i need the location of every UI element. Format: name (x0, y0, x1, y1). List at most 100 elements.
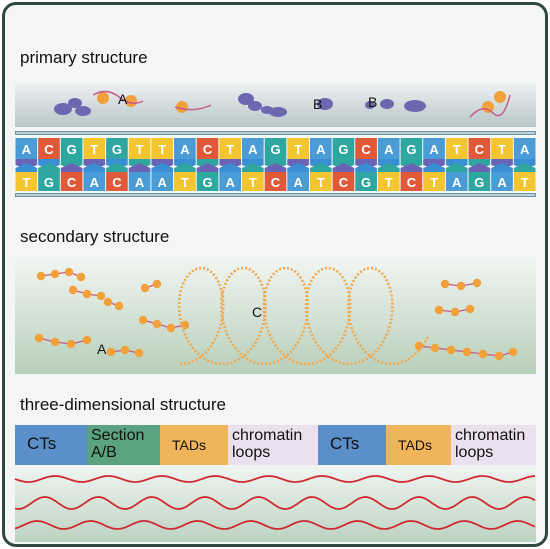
base-bottom (264, 172, 287, 191)
protein-blob (238, 93, 254, 105)
base-letter-bottom: C (339, 175, 349, 190)
base-top (15, 138, 38, 159)
nucleosome (434, 305, 444, 315)
base-letter-top: A (520, 142, 530, 157)
fiber-strand (142, 319, 186, 329)
base-bottom (377, 172, 400, 191)
base-letter-bottom: T (430, 175, 438, 190)
nucleosome (430, 343, 440, 353)
nucleosome (140, 283, 150, 293)
nucleosome (82, 335, 92, 345)
base-bottom (196, 172, 219, 191)
protein-blob (54, 103, 72, 115)
marker-b-1: B (313, 96, 323, 112)
dna-rail-bottom (15, 193, 536, 197)
base-top (445, 138, 468, 159)
protein-blob (317, 98, 333, 110)
backbone-bottom (151, 163, 174, 172)
dna-bases: ATCGGCTAGCTATAATCGTAATGCTAATGCCGATGCATTA… (15, 138, 536, 191)
nucleosome (68, 285, 78, 295)
three-dimensional-structure-heading: three-dimensional structure (20, 395, 226, 414)
backbone-bottom (264, 163, 287, 172)
base-letter-top: G (67, 142, 77, 157)
nucleosome (450, 307, 460, 317)
base-top (355, 138, 377, 159)
base-letter-top: G (112, 142, 122, 157)
base-letter-bottom: T (22, 175, 30, 190)
base-letter-bottom: T (521, 175, 529, 190)
backbone-bottom (491, 163, 513, 172)
base-letter-bottom: T (181, 175, 189, 190)
base-top (38, 138, 60, 159)
protein-blob (75, 106, 91, 116)
nucleosome (482, 101, 494, 113)
three-d-label-text: chromatin loops (232, 427, 303, 461)
nucleosome-fibers (34, 266, 518, 366)
base-letter-top: A (180, 142, 190, 157)
base-letter-top: G (338, 142, 348, 157)
base-top (83, 138, 106, 159)
base-letter-top: C (361, 142, 371, 157)
primary-structure-heading: primary structure (20, 48, 148, 67)
base-letter-bottom: T (249, 175, 257, 190)
three-d-label-section: Section A/B (87, 425, 160, 465)
base-bottom (309, 172, 332, 191)
base-letter-top: G (406, 142, 416, 157)
base-letter-top: T (453, 142, 461, 157)
three-d-label-tad: TADs (386, 425, 451, 465)
nucleosome (103, 297, 113, 307)
nucleosome (446, 345, 456, 355)
base-bottom (287, 172, 309, 191)
nucleosome (440, 279, 450, 289)
base-letter-top: T (90, 142, 98, 157)
base-top (400, 138, 423, 159)
three-d-label-text: TADs (398, 437, 432, 453)
base-top (332, 138, 355, 159)
base-bottom (15, 172, 38, 191)
secondary-structure-heading: secondary structure (20, 227, 170, 246)
backbone-bottom (423, 163, 445, 172)
nucleosome (66, 339, 76, 349)
base-letter-bottom: G (474, 175, 484, 190)
nucleosome (64, 267, 74, 277)
nucleosome (176, 101, 188, 113)
backbone-bottom (468, 163, 491, 172)
base-letter-bottom: T (317, 175, 325, 190)
base-letter-bottom: A (226, 175, 236, 190)
base-top (196, 138, 219, 159)
chromatin-wave (14, 520, 536, 530)
nucleosome (456, 281, 466, 291)
nucleosome (97, 92, 109, 104)
nucleosome (472, 278, 482, 288)
base-letter-top: T (226, 142, 234, 157)
nucleosome (166, 323, 176, 333)
base-top (468, 138, 491, 159)
base-bottom (219, 172, 242, 191)
three-d-label-text: CTs (27, 434, 57, 453)
marker-a-primary: A (118, 91, 128, 107)
three-d-label-ct: CTs (318, 425, 386, 465)
nucleosome (494, 351, 504, 361)
protein-blob (248, 101, 262, 111)
base-top (219, 138, 242, 159)
three-d-label-text: CTs (330, 434, 360, 453)
primary-protein-band: A B B (15, 83, 536, 127)
base-top (264, 138, 287, 159)
base-bottom (83, 172, 106, 191)
nucleosome (462, 347, 472, 357)
marker-c: C (252, 304, 263, 320)
base-letter-bottom: A (158, 175, 168, 190)
protein-blob (68, 98, 82, 108)
dna-rail-top (15, 131, 536, 135)
base-letter-bottom: A (90, 175, 100, 190)
base-top (309, 138, 332, 159)
protein-blob (380, 99, 394, 109)
nucleosome (494, 91, 506, 103)
protein-blob (269, 107, 287, 117)
base-bottom (513, 172, 536, 191)
nucleosome (50, 269, 60, 279)
base-letter-bottom: A (452, 175, 462, 190)
three-d-label-text: chromatin loops (455, 427, 526, 461)
